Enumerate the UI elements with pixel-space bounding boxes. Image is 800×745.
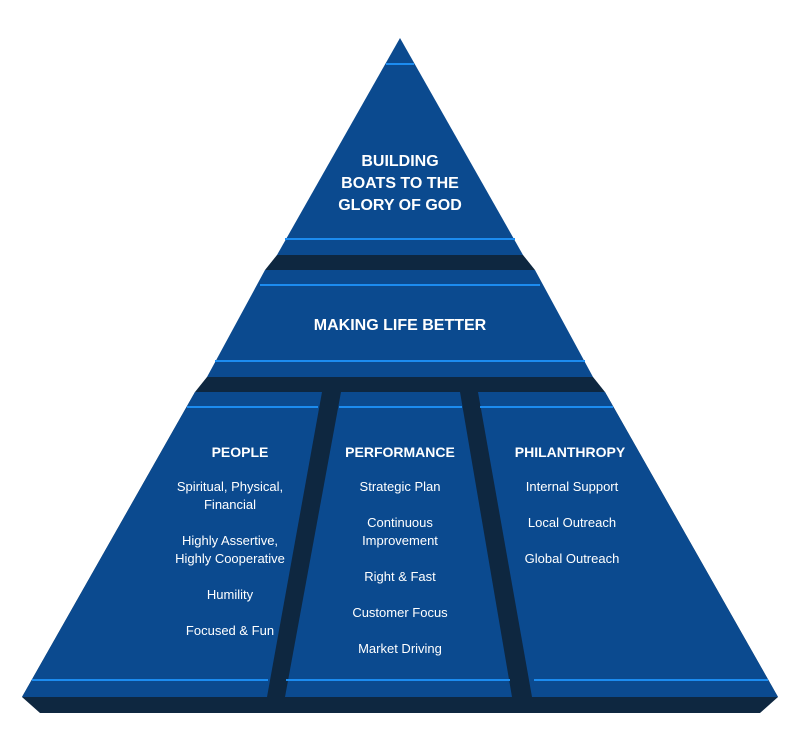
people-item: Highly Cooperative xyxy=(175,551,285,566)
philanthropy-item: Local Outreach xyxy=(528,515,616,530)
performance-column xyxy=(285,392,512,697)
performance-item: Improvement xyxy=(362,533,438,548)
people-item: Humility xyxy=(207,587,254,602)
people-item: Spiritual, Physical, xyxy=(177,479,283,494)
top-tier-title-line: BUILDING xyxy=(361,153,438,170)
middle-tier-shadow xyxy=(195,377,605,392)
performance-item: Right & Fast xyxy=(364,569,436,584)
performance-item: Strategic Plan xyxy=(360,479,441,494)
bottom-tier-shadow xyxy=(22,697,778,713)
people-column xyxy=(22,392,322,697)
people-item: Financial xyxy=(204,497,256,512)
people-item: Focused & Fun xyxy=(186,623,274,638)
bottom-tier-columns-text: PEOPLE Spiritual, Physical, FinancialHighl… xyxy=(175,444,626,656)
philanthropy-heading: PHILANTHROPY xyxy=(515,444,626,460)
people-item: Highly Assertive, xyxy=(182,533,278,548)
philanthropy-column xyxy=(478,392,778,697)
top-tier-title: BUILDING BOATS TO THE GLORY OF GOD xyxy=(338,153,462,214)
performance-item: Customer Focus xyxy=(352,605,448,620)
performance-heading: PERFORMANCE xyxy=(345,444,455,460)
performance-item: Continuous xyxy=(367,515,433,530)
middle-tier-title: MAKING LIFE BETTER xyxy=(314,317,487,334)
middle-tier xyxy=(207,270,593,377)
performance-item: Market Driving xyxy=(358,641,442,656)
top-tier-title-line: GLORY OF GOD xyxy=(338,197,462,214)
top-tier-title-line: BOATS TO THE xyxy=(341,175,459,192)
top-tier-shadow xyxy=(265,255,535,270)
top-tier xyxy=(277,38,523,255)
people-heading: PEOPLE xyxy=(212,444,269,460)
philanthropy-item: Global Outreach xyxy=(525,551,620,566)
philanthropy-item: Internal Support xyxy=(526,479,619,494)
